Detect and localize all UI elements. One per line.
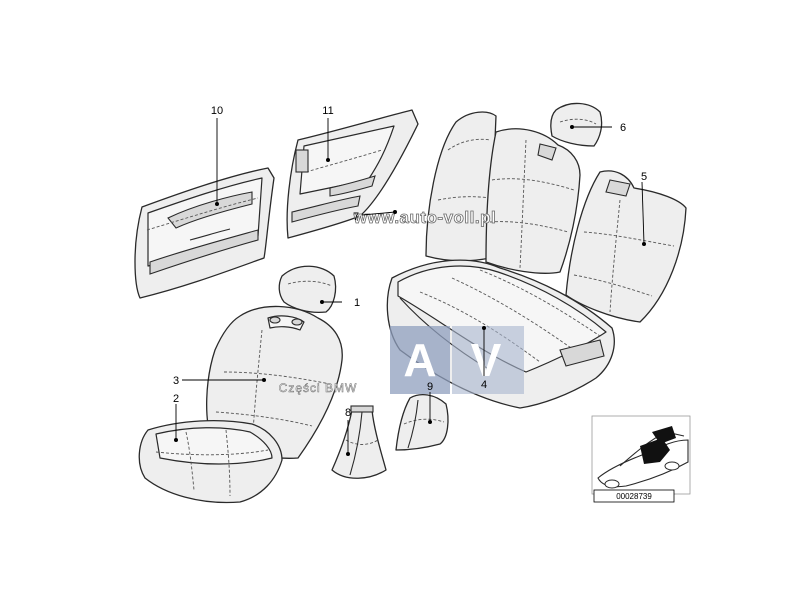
part-handbrake-boot [395, 393, 449, 451]
part-front-backrest [206, 305, 343, 459]
callout-leaders [174, 118, 646, 456]
watermark-url: www.auto-voll.pl [353, 208, 496, 227]
watermark-logo-right [452, 326, 524, 394]
callout-1: 1 [354, 297, 360, 309]
callout-7: 7 [353, 211, 359, 223]
callout-8: 8 [345, 407, 351, 419]
part-rear-headrest [550, 102, 603, 147]
part-front-seat-cushion [138, 419, 283, 504]
callout-3: 3 [173, 375, 179, 387]
watermark-caption: Części BMW [279, 381, 358, 395]
reference-car-thumbnail: 00028739 [591, 415, 691, 503]
reference-number: 00028739 [616, 492, 652, 501]
watermark-logo-left [390, 326, 450, 394]
callout-numbers: 10 11 7 1 3 2 4 5 6 8 9 [173, 105, 647, 419]
callout-2: 2 [173, 393, 179, 405]
callout-5: 5 [641, 171, 647, 183]
callout-6: 6 [620, 122, 626, 134]
watermark-logo-left-letter: A [403, 334, 436, 386]
part-gear-boot [331, 405, 387, 479]
callout-10: 10 [211, 105, 223, 117]
part-door-panel-rear [286, 109, 419, 239]
callout-9: 9 [427, 381, 433, 393]
part-rear-backrest-middle [485, 128, 581, 274]
part-rear-backrest-left [425, 111, 497, 262]
watermark-logo-right-letter: V [471, 334, 502, 386]
part-front-headrest [278, 265, 337, 314]
callout-11: 11 [322, 105, 333, 117]
part-door-panel-front [134, 167, 275, 299]
callout-4: 4 [481, 379, 487, 391]
part-rear-backrest-right [565, 170, 687, 323]
